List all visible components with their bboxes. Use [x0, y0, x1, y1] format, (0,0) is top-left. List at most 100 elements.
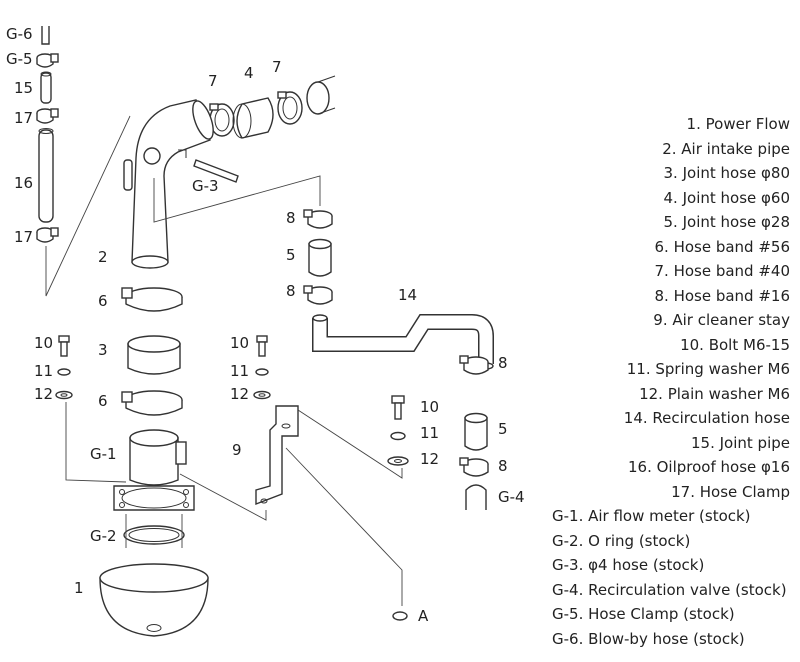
legend-item: G-2. O ring (stock) [552, 531, 691, 550]
legend-item: 7. Hose band #40 [654, 262, 790, 280]
leader-line [45, 115, 131, 297]
callout-11-left: 11 [34, 362, 53, 380]
callout-a: A [418, 607, 429, 625]
o-ring-g2 [123, 525, 185, 545]
oilproof-hose-16 [38, 128, 54, 223]
callout-2: 2 [98, 248, 108, 266]
hose-clamp-17-top [36, 108, 59, 124]
joint-hose-5-a [308, 238, 332, 277]
legend-item: 6. Hose band #56 [654, 237, 790, 256]
legend-item: G-3. φ4 hose (stock) [552, 556, 705, 574]
legend-item: 8. Hose band #16 [654, 286, 790, 305]
callout-10-left: 10 [34, 334, 53, 352]
callout-12-left: 12 [34, 385, 53, 403]
phi4-hose-g3 [193, 159, 239, 183]
callout-11-middle: 11 [230, 362, 249, 380]
callout-g6: G-6 [6, 25, 33, 43]
air-intake-pipe-2 [123, 99, 214, 269]
callout-6-lower: 6 [98, 392, 108, 410]
callout-4: 4 [244, 64, 254, 82]
leader-line [125, 514, 183, 548]
legend-item: G-4. Recirculation valve (stock) [552, 580, 787, 599]
plain-washer-12-middle [253, 390, 271, 400]
hose-band-8-d [459, 457, 489, 477]
bolt-10-middle [256, 335, 268, 357]
air-flow-meter-g1 [113, 429, 195, 511]
spring-washer-11-middle [255, 368, 269, 376]
leader-line [297, 409, 403, 479]
callout-8-c: 8 [498, 354, 508, 372]
callout-g4: G-4 [498, 488, 525, 506]
blow-by-hose-g6 [41, 26, 50, 45]
callout-11-right: 11 [420, 424, 439, 442]
callout-g3: G-3 [192, 177, 219, 195]
callout-9: 9 [232, 441, 242, 459]
callout-17-top: 17 [14, 109, 33, 127]
leader-line [65, 402, 127, 483]
legend-item: G-5. Hose Clamp (stock) [552, 605, 735, 623]
legend-item: 12. Plain washer M6 [639, 384, 790, 403]
callout-6-upper: 6 [98, 292, 108, 310]
legend-item: 4. Joint hose φ60 [663, 188, 790, 207]
hose-band-7-left [209, 103, 235, 137]
legend-item: 5. Joint hose φ28 [663, 213, 790, 231]
hose-band-8-c [459, 355, 489, 375]
joint-pipe-15 [40, 71, 52, 104]
legend-item: 15. Joint pipe [691, 433, 790, 452]
legend-item: 3. Joint hose φ80 [663, 164, 790, 182]
callout-1: 1 [74, 579, 84, 597]
callout-15: 15 [14, 79, 33, 97]
plain-washer-12-right [387, 456, 409, 466]
callout-16: 16 [14, 174, 33, 192]
callout-10-right: 10 [420, 398, 439, 416]
spring-washer-11-right [390, 431, 406, 441]
legend-item: 14. Recirculation hose [623, 409, 790, 427]
legend-item: 10. Bolt M6-15 [680, 335, 790, 354]
legend-item: 16. Oilproof hose φ16 [627, 458, 790, 476]
callout-7-left: 7 [208, 72, 218, 90]
hose-band-7-right [277, 91, 303, 125]
legend-item: G-6. Blow-by hose (stock) [552, 629, 745, 648]
callout-8-b: 8 [286, 282, 296, 300]
bolt-10-left [58, 335, 70, 357]
recirculation-valve-g4 [465, 484, 487, 510]
air-cleaner-stay-9 [255, 405, 299, 506]
joint-hose-4 [232, 97, 274, 139]
callout-12-right: 12 [420, 450, 439, 468]
callout-5-b: 5 [498, 420, 508, 438]
mount-point-a [392, 611, 408, 621]
callout-14: 14 [398, 286, 417, 304]
leader-line [285, 447, 403, 606]
hose-band-6-lower [121, 390, 183, 416]
hose-clamp-g5 [36, 53, 59, 68]
joint-hose-3 [127, 335, 181, 375]
hose-clamp-17-bottom [36, 227, 59, 243]
hose-band-6-upper [121, 287, 183, 312]
callout-5-a: 5 [286, 246, 296, 264]
legend-item: G-1. Air flow meter (stock) [552, 507, 751, 525]
callout-12-middle: 12 [230, 385, 249, 403]
legend-item: 9. Air cleaner stay [653, 311, 790, 329]
legend-item: 2. Air intake pipe [662, 139, 790, 158]
callout-10-middle: 10 [230, 334, 249, 352]
leader-line [153, 175, 321, 223]
callout-3: 3 [98, 341, 108, 359]
callout-g2: G-2 [90, 527, 117, 545]
hose-band-8-b [303, 285, 333, 305]
callout-17-bottom: 17 [14, 228, 33, 246]
hose-band-8-a [303, 209, 333, 229]
callout-8-d: 8 [498, 457, 508, 475]
callout-7-right: 7 [272, 58, 282, 76]
turbo-inlet-pipe [306, 75, 336, 115]
leader-line [179, 473, 267, 521]
legend-item: 1. Power Flow [686, 115, 790, 133]
joint-hose-5-b [464, 412, 488, 451]
callout-g1: G-1 [90, 445, 117, 463]
bolt-10-right [391, 395, 405, 420]
legend-item: 17. Hose Clamp [671, 482, 790, 501]
parts-legend: 1. Power Flow 2. Air intake pipe 3. Join… [552, 112, 800, 651]
callout-8-a: 8 [286, 209, 296, 227]
plain-washer-12-left [55, 390, 73, 400]
power-flow-filter-1 [99, 563, 209, 637]
